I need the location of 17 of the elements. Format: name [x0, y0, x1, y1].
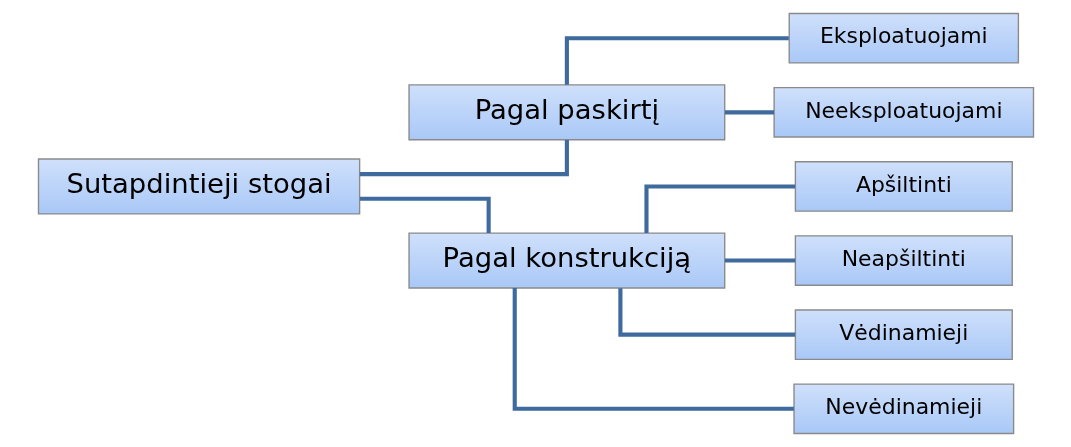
node-box: Pagal konstrukciją [407, 232, 725, 289]
node-box: Sutapdintieji stogai [37, 158, 360, 215]
node-box: Eksploatuojami [788, 12, 1019, 64]
node-box: Neeksploatuojami [772, 86, 1034, 138]
connector [643, 184, 795, 233]
node-box: Vėdinamieji [794, 309, 1013, 361]
node-box: Apšiltinti [794, 161, 1013, 212]
connector [724, 258, 795, 263]
connector [512, 288, 794, 411]
connector [359, 139, 569, 177]
node-box: Neapšiltinti [794, 235, 1013, 286]
node-box: Pagal paskirtį [407, 84, 725, 141]
connector [724, 110, 774, 115]
connector [564, 36, 789, 85]
connector [617, 288, 795, 337]
connector [359, 196, 491, 233]
node-box: Nevėdinamieji [792, 383, 1014, 435]
